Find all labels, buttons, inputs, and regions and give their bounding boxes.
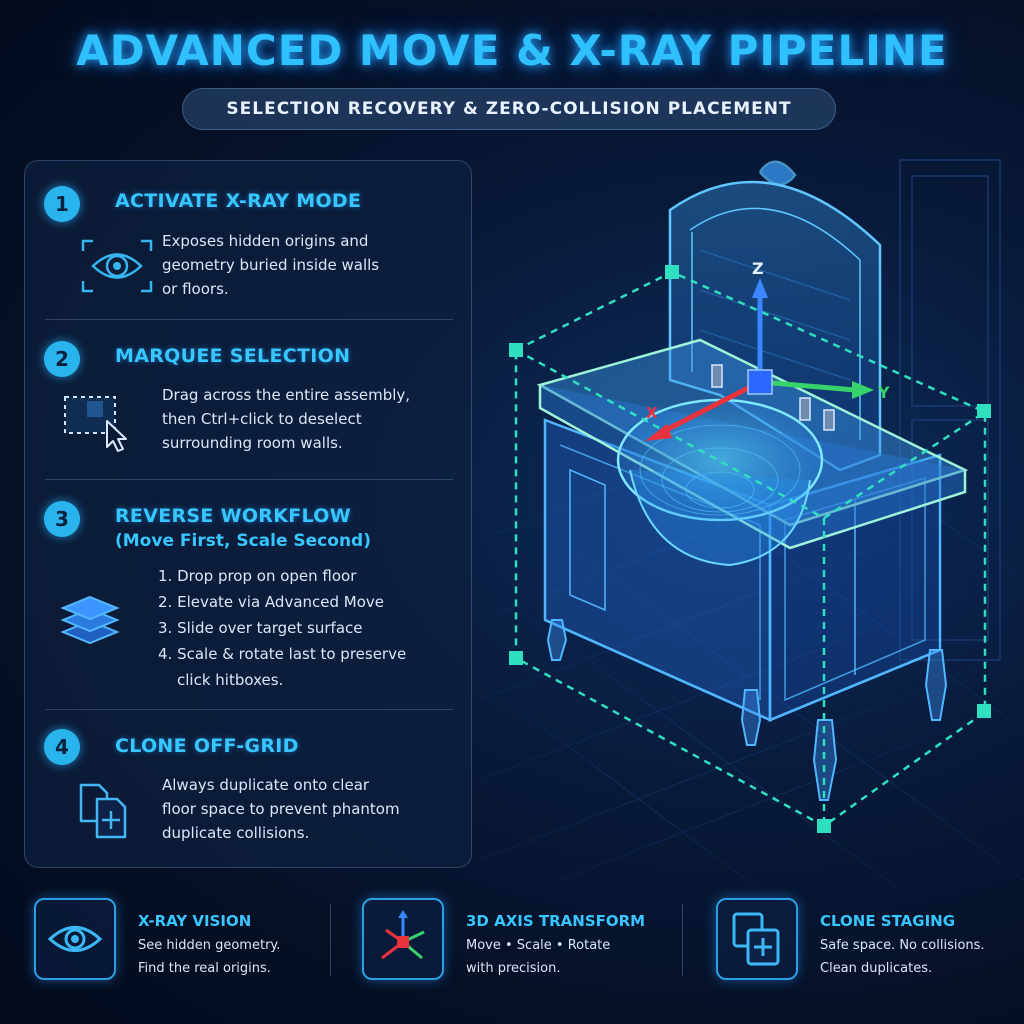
footer-title: X-RAY VISION — [138, 912, 252, 930]
list-item: 3. Slide over target surface — [158, 619, 363, 637]
axis-gizmo — [645, 278, 874, 441]
list-item: 2. Elevate via Advanced Move — [158, 593, 385, 611]
step-description: Always duplicate onto clear floor space … — [162, 776, 400, 842]
eye-scan-icon — [81, 239, 153, 293]
axis-label-x: X — [646, 404, 658, 422]
step-number-badge: 4 — [44, 729, 80, 765]
footer-3d-axis-transform: 3D AXIS TRANSFORM Move • Scale • Rotate … — [362, 898, 662, 988]
step-number-badge: 2 — [44, 341, 80, 377]
footer-clone-staging: CLONE STAGING Safe space. No collisions.… — [716, 898, 1006, 988]
layers-icon — [60, 595, 120, 645]
eye-icon — [47, 926, 103, 952]
divider — [45, 319, 453, 320]
footer-description: See hidden geometry. Find the real origi… — [138, 938, 281, 976]
mirror-frame — [668, 160, 882, 472]
axis-gizmo-icon — [381, 910, 425, 960]
footer-description: Safe space. No collisions. Clean duplica… — [820, 938, 985, 976]
xray-vanity-illustration: Z Y X — [509, 160, 991, 833]
step-title: REVERSE WORKFLOW — [115, 505, 351, 527]
step-title: ACTIVATE X-RAY MODE — [115, 190, 362, 212]
marquee-cursor-icon — [64, 396, 127, 452]
steps-panel: 1 ACTIVATE X-RAY MODE Exposes hidden ori… — [24, 160, 472, 868]
step-list: 1. Drop prop on open floor 2. Elevate vi… — [158, 563, 458, 693]
step-subtitle: (Move First, Scale Second) — [115, 531, 371, 551]
faucet — [711, 364, 835, 431]
footer-icon-box — [716, 898, 798, 980]
footer-title: CLONE STAGING — [820, 912, 956, 930]
step-title: MARQUEE SELECTION — [115, 345, 351, 367]
step-description: Drag across the entire assembly, then Ct… — [162, 386, 411, 452]
footer-divider — [330, 904, 331, 976]
clone-icon — [732, 912, 780, 966]
step-title: CLONE OFF-GRID — [115, 735, 299, 757]
cabinet-legs — [546, 619, 948, 801]
footer-description: Move • Scale • Rotate with precision. — [466, 938, 611, 976]
axis-label-y: Y — [877, 383, 890, 402]
page-subtitle: SELECTION RECOVERY & ZERO-COLLISION PLAC… — [182, 88, 836, 130]
list-item: 1. Drop prop on open floor — [158, 567, 357, 585]
footer-title: 3D AXIS TRANSFORM — [466, 912, 646, 930]
footer-icon-box — [362, 898, 444, 980]
divider — [45, 709, 453, 710]
footer-icon-box — [34, 898, 116, 980]
step-description: Exposes hidden origins and geometry buri… — [162, 232, 380, 298]
footer-divider — [682, 904, 683, 976]
divider — [45, 479, 453, 480]
axis-label-z: Z — [752, 259, 764, 278]
bounding-box-handles — [509, 265, 991, 833]
duplicate-icon — [79, 783, 127, 839]
step-number-badge: 1 — [44, 186, 80, 222]
page-title: ADVANCED MOVE & X-RAY PIPELINE — [76, 26, 948, 75]
step-number-badge: 3 — [44, 501, 80, 537]
footer-xray-vision: X-RAY VISION See hidden geometry. Find t… — [34, 898, 324, 988]
